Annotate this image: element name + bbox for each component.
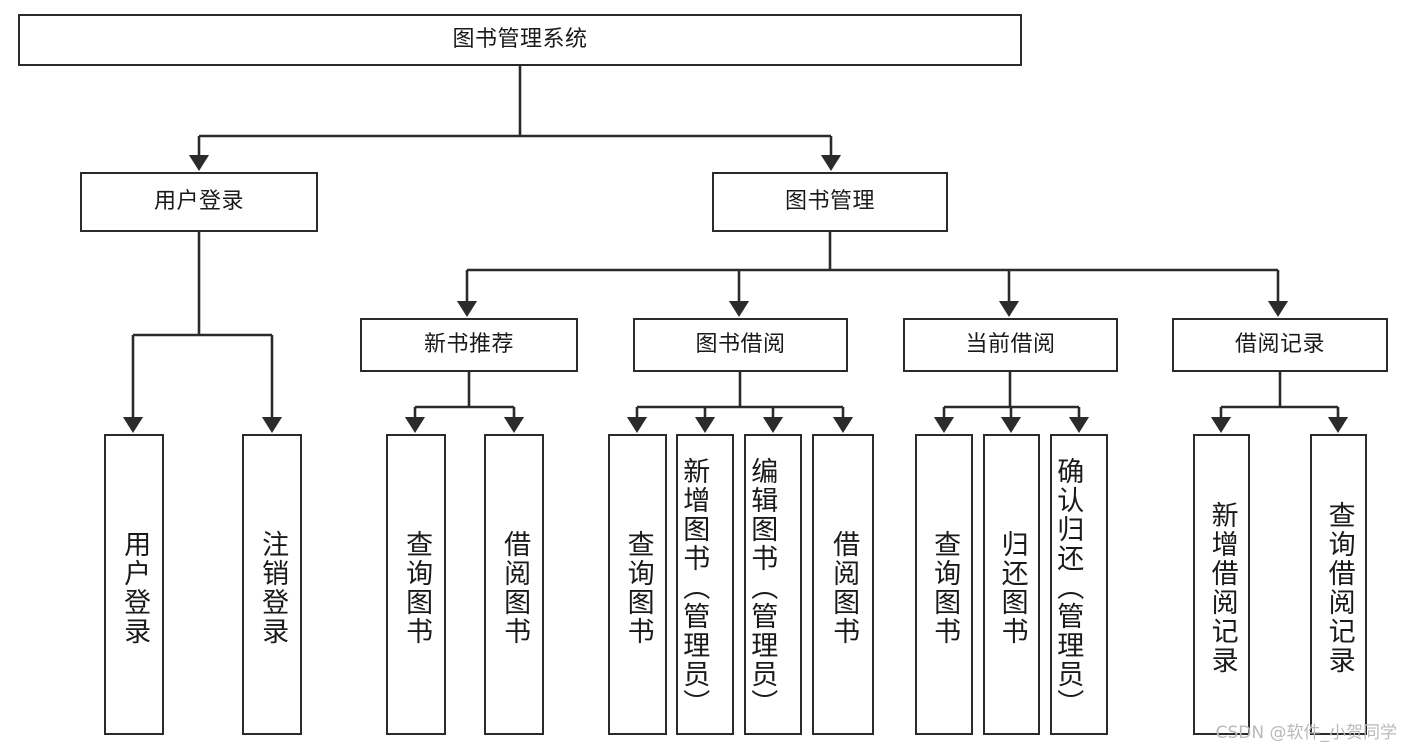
node-new-book-recommend-label: 新书推荐 bbox=[423, 332, 514, 358]
node-book-borrow-label: 图书借阅 bbox=[695, 332, 786, 358]
node-borrow-records-label: 借阅记录 bbox=[1234, 332, 1325, 358]
node-root-label: 图书管理系统 bbox=[452, 27, 588, 53]
leaf-add-book-admin-label: 新增图书（管理员） bbox=[678, 457, 710, 718]
leaf-borrow-book-recommend[interactable]: 借阅图书 bbox=[484, 434, 544, 735]
leaf-query-book-recommend[interactable]: 查询图书 bbox=[386, 434, 446, 735]
node-book-management[interactable]: 图书管理 bbox=[712, 172, 948, 232]
leaf-logout-label: 注销登录 bbox=[257, 529, 289, 646]
node-new-book-recommend[interactable]: 新书推荐 bbox=[360, 318, 578, 372]
node-user-login[interactable]: 用户登录 bbox=[80, 172, 318, 232]
leaf-add-borrow-record[interactable]: 新增借阅记录 bbox=[1193, 434, 1250, 735]
leaf-query-book-borrow[interactable]: 查询图书 bbox=[608, 434, 667, 735]
leaf-confirm-return-admin[interactable]: 确认归还（管理员） bbox=[1050, 434, 1108, 735]
node-book-management-label: 图书管理 bbox=[784, 189, 875, 215]
leaf-edit-book-admin[interactable]: 编辑图书（管理员） bbox=[744, 434, 802, 735]
node-book-borrow[interactable]: 图书借阅 bbox=[633, 318, 848, 372]
leaf-edit-book-admin-label: 编辑图书（管理员） bbox=[746, 457, 778, 718]
leaf-borrow-book-label: 借阅图书 bbox=[828, 529, 860, 646]
leaf-borrow-book-recommend-label: 借阅图书 bbox=[499, 529, 531, 646]
watermark: CSDN @软件_小贺同学 bbox=[1215, 723, 1397, 743]
node-borrow-records[interactable]: 借阅记录 bbox=[1172, 318, 1388, 372]
leaf-user-login-label: 用户登录 bbox=[119, 529, 151, 646]
leaf-query-borrow-record[interactable]: 查询借阅记录 bbox=[1310, 434, 1367, 735]
leaf-query-book-borrow-label: 查询图书 bbox=[622, 529, 654, 646]
leaf-borrow-book[interactable]: 借阅图书 bbox=[812, 434, 874, 735]
leaf-return-book-label: 归还图书 bbox=[996, 529, 1028, 646]
leaf-user-login[interactable]: 用户登录 bbox=[104, 434, 164, 735]
leaf-query-book-current-label: 查询图书 bbox=[929, 529, 961, 646]
node-root[interactable]: 图书管理系统 bbox=[18, 14, 1022, 66]
leaf-confirm-return-admin-label: 确认归还（管理员） bbox=[1052, 457, 1084, 718]
leaf-return-book[interactable]: 归还图书 bbox=[983, 434, 1040, 735]
leaf-add-borrow-record-label: 新增借阅记录 bbox=[1206, 500, 1238, 675]
node-current-borrow[interactable]: 当前借阅 bbox=[903, 318, 1118, 372]
leaf-query-book-recommend-label: 查询图书 bbox=[401, 529, 433, 646]
leaf-add-book-admin[interactable]: 新增图书（管理员） bbox=[676, 434, 734, 735]
leaf-logout[interactable]: 注销登录 bbox=[242, 434, 302, 735]
node-user-login-label: 用户登录 bbox=[153, 189, 244, 215]
leaf-query-borrow-record-label: 查询借阅记录 bbox=[1323, 500, 1355, 675]
leaf-query-book-current[interactable]: 查询图书 bbox=[915, 434, 973, 735]
node-current-borrow-label: 当前借阅 bbox=[965, 332, 1056, 358]
